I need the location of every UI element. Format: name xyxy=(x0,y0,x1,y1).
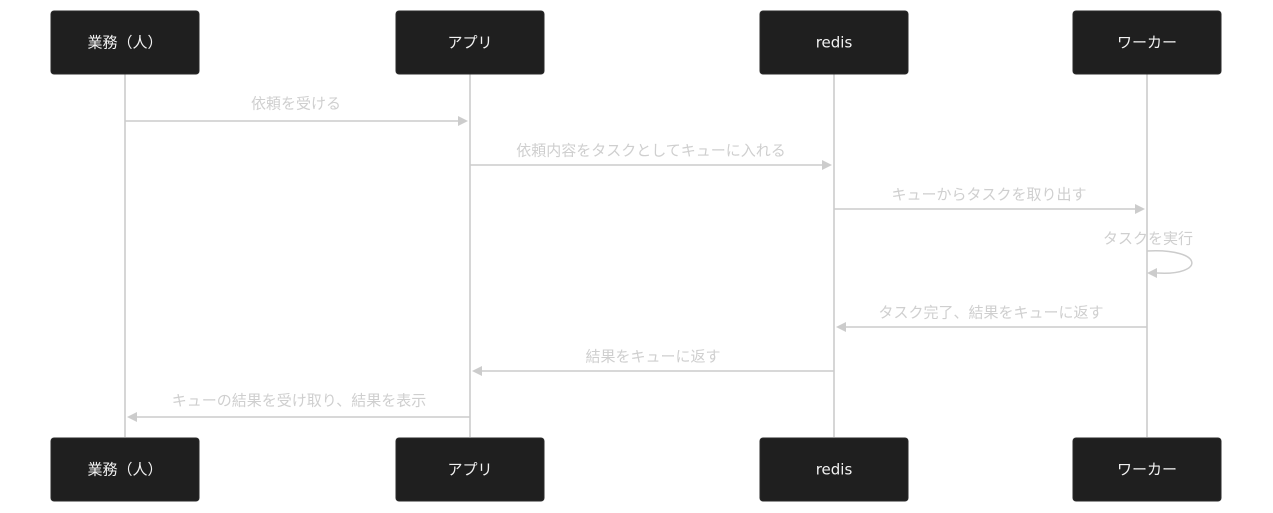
actor-label: ワーカー xyxy=(1117,461,1177,479)
actor-label: アプリ xyxy=(447,461,492,479)
actor-app-bottom: アプリ xyxy=(395,437,545,502)
arrowhead xyxy=(1135,204,1145,214)
message-4-self: タスクを実行 xyxy=(1103,230,1193,278)
arrowhead xyxy=(472,366,482,376)
message-3: キューからタスクを取り出す xyxy=(834,186,1145,214)
actor-app-top: アプリ xyxy=(395,10,545,75)
message-6: 結果をキューに返す xyxy=(472,348,834,376)
actor-business-bottom: 業務（人） xyxy=(50,437,200,502)
actor-label: アプリ xyxy=(447,34,492,52)
message-label: タスクを実行 xyxy=(1103,230,1193,248)
actor-business-top: 業務（人） xyxy=(50,10,200,75)
message-label: キューからタスクを取り出す xyxy=(891,186,1086,204)
message-label: タスク完了、結果をキューに返す xyxy=(878,304,1103,322)
actor-worker-top: ワーカー xyxy=(1072,10,1222,75)
message-label: キューの結果を受け取り、結果を表示 xyxy=(172,392,426,410)
arrowhead xyxy=(458,116,468,126)
actor-label: ワーカー xyxy=(1117,34,1177,52)
actor-label: 業務（人） xyxy=(87,461,162,479)
message-7: キューの結果を受け取り、結果を表示 xyxy=(127,392,470,422)
arrowhead xyxy=(822,160,832,170)
message-label: 依頼内容をタスクとしてキューに入れる xyxy=(516,142,786,160)
arrowhead xyxy=(127,412,137,422)
arrowhead xyxy=(1147,268,1157,278)
actor-worker-bottom: ワーカー xyxy=(1072,437,1222,502)
message-2: 依頼内容をタスクとしてキューに入れる xyxy=(470,142,832,170)
message-1: 依頼を受ける xyxy=(125,95,468,126)
actor-redis-bottom: redis xyxy=(759,437,909,502)
self-loop-arrow xyxy=(1146,250,1193,274)
message-label: 結果をキューに返す xyxy=(585,348,720,366)
message-5: タスク完了、結果をキューに返す xyxy=(836,304,1147,332)
actor-redis-top: redis xyxy=(759,10,909,75)
actor-label: redis xyxy=(816,461,853,479)
actor-label: redis xyxy=(816,34,853,52)
actor-label: 業務（人） xyxy=(87,34,162,52)
message-label: 依頼を受ける xyxy=(251,95,341,113)
arrowhead xyxy=(836,322,846,332)
